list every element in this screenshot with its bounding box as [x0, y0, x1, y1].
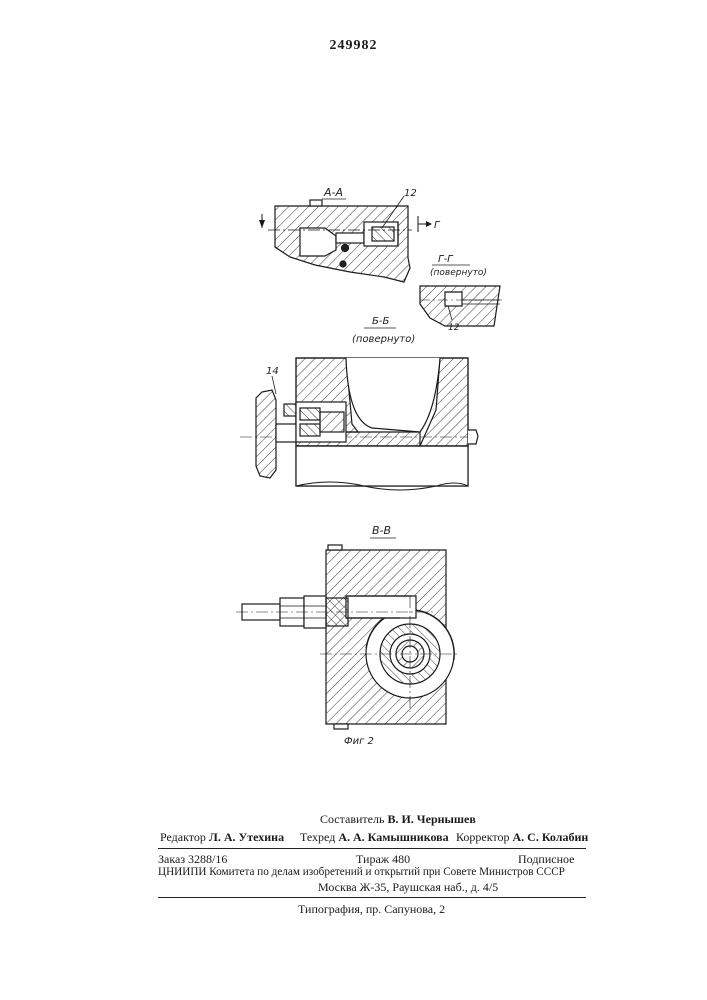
printing-house: Типография, пр. Сапунова, 2 [298, 902, 445, 917]
divider-bottom [158, 897, 586, 898]
divider [158, 848, 586, 849]
corrector-line: Корректор А. С. Колабин [456, 830, 588, 845]
editor-line: Редактор Л. А. Утехина [160, 830, 284, 845]
editor-name: Л. А. Утехина [209, 830, 284, 844]
corrector-name: А. С. Колабин [513, 830, 589, 844]
circulation: Тираж 480 [356, 852, 410, 867]
address: Москва Ж-35, Раушская наб., д. 4/5 [318, 880, 498, 895]
subscription: Подписное [518, 852, 575, 867]
techred-line: Техред А. А. Камышникова [300, 830, 449, 845]
editor-label: Редактор [160, 830, 206, 844]
compiler-label: Составитель [320, 812, 384, 826]
order-number: Заказ 3288/16 [158, 852, 227, 867]
techred-name: А. А. Камышникова [338, 830, 448, 844]
institute: ЦНИИПИ Комитета по делам изобретений и о… [158, 866, 565, 878]
compiler-name: В. И. Чернышев [387, 812, 475, 826]
techred-label: Техред [300, 830, 335, 844]
compiler-line: Составитель В. И. Чернышев [320, 812, 476, 827]
corrector-label: Корректор [456, 830, 510, 844]
